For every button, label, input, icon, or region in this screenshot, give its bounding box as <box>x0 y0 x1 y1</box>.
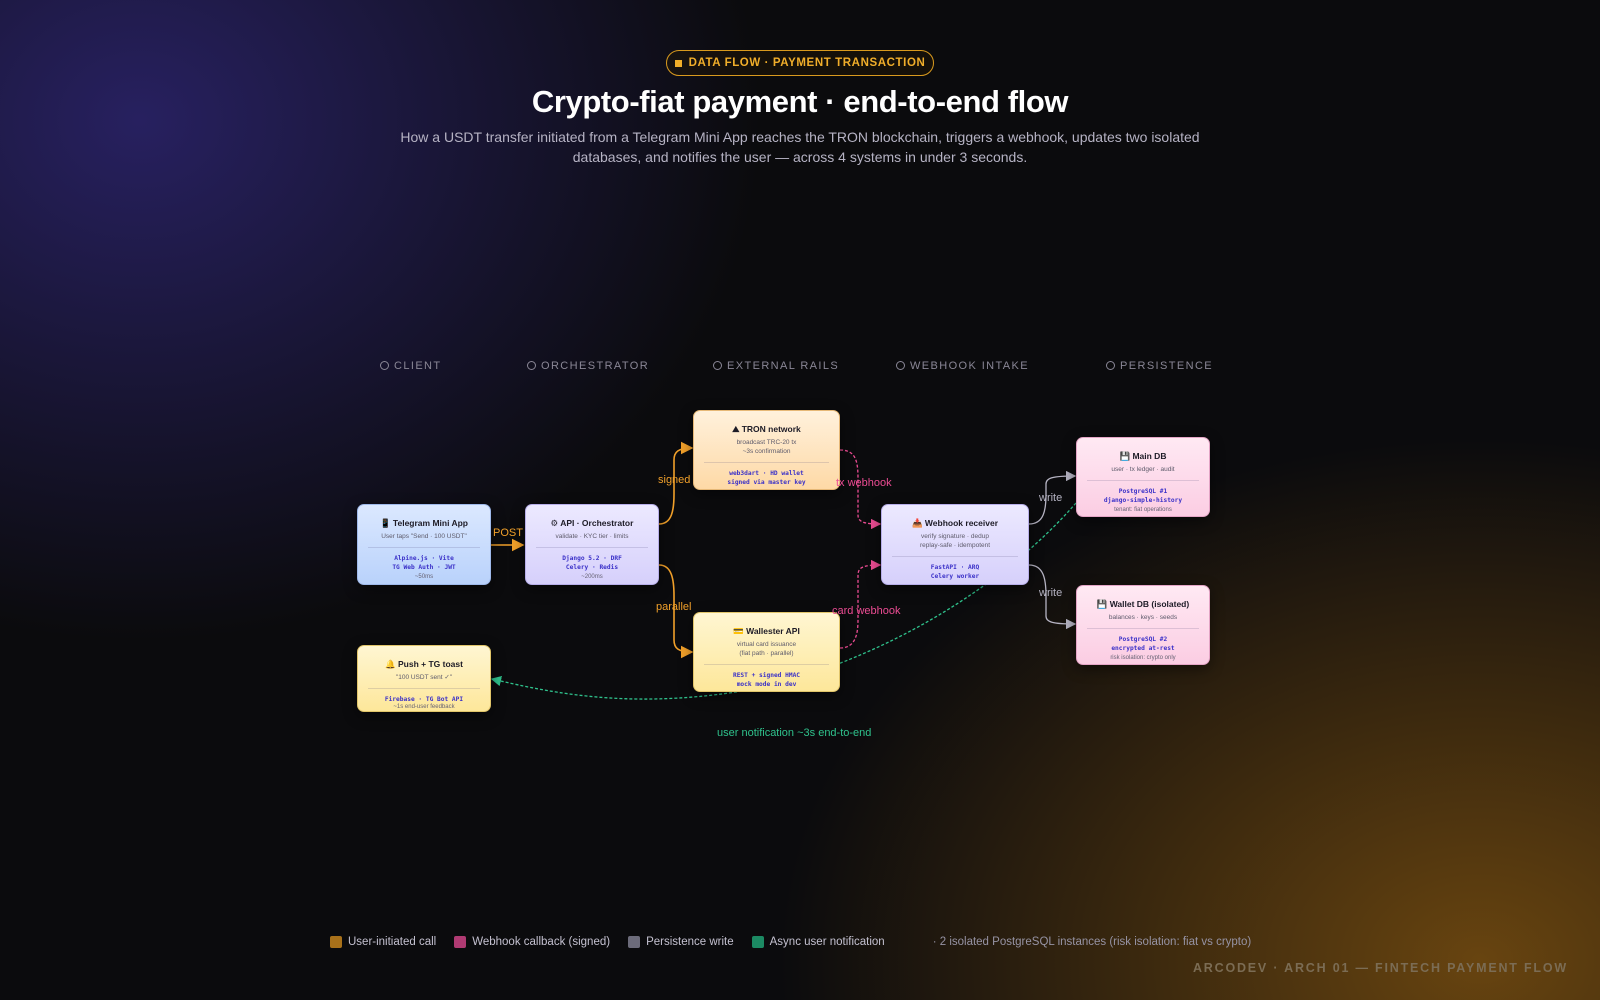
node-title: 📱 Telegram Mini App <box>379 518 469 528</box>
legend-item-user-call: User-initiated call <box>330 936 436 948</box>
divider <box>368 547 480 548</box>
node-description: validate · KYC tier · limits <box>555 533 629 540</box>
edge-label-parallel: parallel <box>656 601 692 613</box>
edge-write-wallet <box>1028 564 1077 630</box>
legend-item-notification: Async user notification <box>751 936 885 948</box>
node-title: 📥 Webhook receiver <box>911 518 998 528</box>
node-description: balances · keys · seeds <box>1108 614 1178 621</box>
edge-label-signed: signed <box>658 474 691 486</box>
page-subtitle: How a USDT transfer initiated from a Tel… <box>400 129 1200 165</box>
circle-icon <box>527 361 536 370</box>
legend-item-persistence: Persistence write <box>628 936 734 948</box>
divider <box>536 547 648 548</box>
node-wallet-db: 💾 Wallet DB (isolated) balances · keys ·… <box>1076 585 1210 665</box>
node-stack: signed via master key <box>727 479 806 486</box>
column-label-external-rails: EXTERNAL RAILS <box>713 360 839 372</box>
node-title: 💳 Wallester API <box>733 626 800 636</box>
node-title: 🔔 Push + TG toast <box>385 659 463 669</box>
badge-square-icon <box>674 59 682 67</box>
node-stack: Celery · Redis <box>565 564 619 571</box>
edge-label-write-main: write <box>1039 492 1063 504</box>
node-title: 💾 Main DB <box>1119 451 1167 461</box>
node-stack: Celery worker <box>930 573 980 580</box>
node-stack: TG Web Auth · JWT <box>392 564 456 571</box>
node-tron-network: ⛰ TRON network broadcast TRC-20 tx ~3s c… <box>693 410 840 490</box>
node-wallester-api: 💳 Wallester API virtual card issuance (f… <box>693 612 840 692</box>
edge-label-tx-webhook: tx webhook <box>836 477 892 489</box>
node-stack: Django 5.2 · DRF <box>562 555 622 562</box>
node-main-db: 💾 Main DB user · tx ledger · audit Postg… <box>1076 437 1210 517</box>
node-stack: Firebase · TG Bot API <box>384 696 464 703</box>
circle-icon <box>713 361 722 370</box>
node-stack: REST + signed HMAC <box>732 672 801 679</box>
edge-parallel <box>658 564 694 659</box>
node-description: broadcast TRC-20 tx <box>736 439 797 446</box>
node-description: virtual card issuance <box>736 641 797 648</box>
edge-label-post: POST <box>493 527 523 539</box>
node-title: ⛰ TRON network <box>732 424 801 434</box>
legend-swatch <box>628 936 641 948</box>
edge-tx-webhook <box>839 449 882 530</box>
divider <box>1087 628 1199 629</box>
edge-card-webhook <box>839 559 882 649</box>
node-webhook-receiver: 📥 Webhook receiver verify signature · de… <box>881 504 1029 585</box>
divider <box>704 462 829 463</box>
divider <box>1087 480 1199 481</box>
node-push-toast: 🔔 Push + TG toast "100 USDT sent ✓" Fire… <box>357 645 491 712</box>
edge-signed <box>658 441 694 525</box>
node-stack: FastAPI · ARQ <box>930 564 980 571</box>
node-footnote: ~50ms <box>414 574 434 580</box>
edge-label-notification: user notification ~3s end-to-end <box>717 727 872 739</box>
node-stack: encrypted at-rest <box>1111 645 1175 652</box>
edge-label-card-webhook: card webhook <box>832 605 901 617</box>
node-description: replay-safe · idempotent <box>919 542 991 549</box>
node-description: (fiat path · parallel) <box>739 650 794 657</box>
node-api-orchestrator: ⚙ API · Orchestrator validate · KYC tier… <box>525 504 659 585</box>
divider <box>368 688 480 689</box>
node-footnote: risk isolation: crypto only <box>1110 655 1176 661</box>
legend-item-webhook: Webhook callback (signed) <box>454 936 610 948</box>
column-label-webhook-intake: WEBHOOK INTAKE <box>896 360 1029 372</box>
column-label-persistence: PERSISTENCE <box>1106 360 1213 372</box>
legend-note: · 2 isolated PostgreSQL instances (risk … <box>932 936 1252 948</box>
node-stack: web3dart · HD wallet <box>729 470 804 477</box>
legend-swatch <box>751 936 764 948</box>
node-stack: PostgreSQL #2 <box>1118 636 1168 643</box>
circle-icon <box>896 361 905 370</box>
edge-write-main <box>1028 470 1077 525</box>
node-stack: django-simple-history <box>1103 497 1183 504</box>
node-footnote: ~1s end-user feedback <box>393 704 455 710</box>
node-stack: Alpine.js · Vite <box>394 555 454 562</box>
node-description: "100 USDT sent ✓" <box>395 674 453 681</box>
circle-icon <box>1106 361 1115 370</box>
node-telegram-mini-app: 📱 Telegram Mini App User taps "Send · 10… <box>357 504 491 585</box>
node-description: verify signature · dedup <box>921 533 989 540</box>
node-title: ⚙ API · Orchestrator <box>550 518 634 528</box>
badge-label: DATA FLOW · PAYMENT TRANSACTION <box>688 57 926 69</box>
divider <box>704 664 829 665</box>
node-stack: PostgreSQL #1 <box>1118 488 1168 495</box>
circle-icon <box>380 361 389 370</box>
footer-credit: ARCODEV · ARCH 01 — FINTECH PAYMENT FLOW <box>1192 961 1568 975</box>
node-description: User taps "Send · 100 USDT" <box>381 533 467 540</box>
legend-swatch <box>330 936 342 948</box>
node-description: user · tx ledger · audit <box>1111 466 1175 473</box>
node-footnote: tenant: fiat operations <box>1114 507 1172 513</box>
legend: User-initiated call Webhook callback (si… <box>330 936 1251 948</box>
node-footnote: ~200ms <box>581 574 603 580</box>
node-title: 💾 Wallet DB (isolated) <box>1096 599 1190 609</box>
edge-label-write-wallet: write <box>1039 587 1063 599</box>
node-stack: mock mode in dev <box>736 681 797 688</box>
divider <box>892 556 1018 557</box>
section-badge: DATA FLOW · PAYMENT TRANSACTION <box>666 50 934 76</box>
node-description: ~3s confirmation <box>742 448 791 455</box>
legend-swatch <box>454 936 467 948</box>
page-title: Crypto-fiat payment · end-to-end flow <box>531 84 1069 119</box>
column-label-orchestrator: ORCHESTRATOR <box>527 360 649 372</box>
column-label-client: CLIENT <box>380 360 442 372</box>
